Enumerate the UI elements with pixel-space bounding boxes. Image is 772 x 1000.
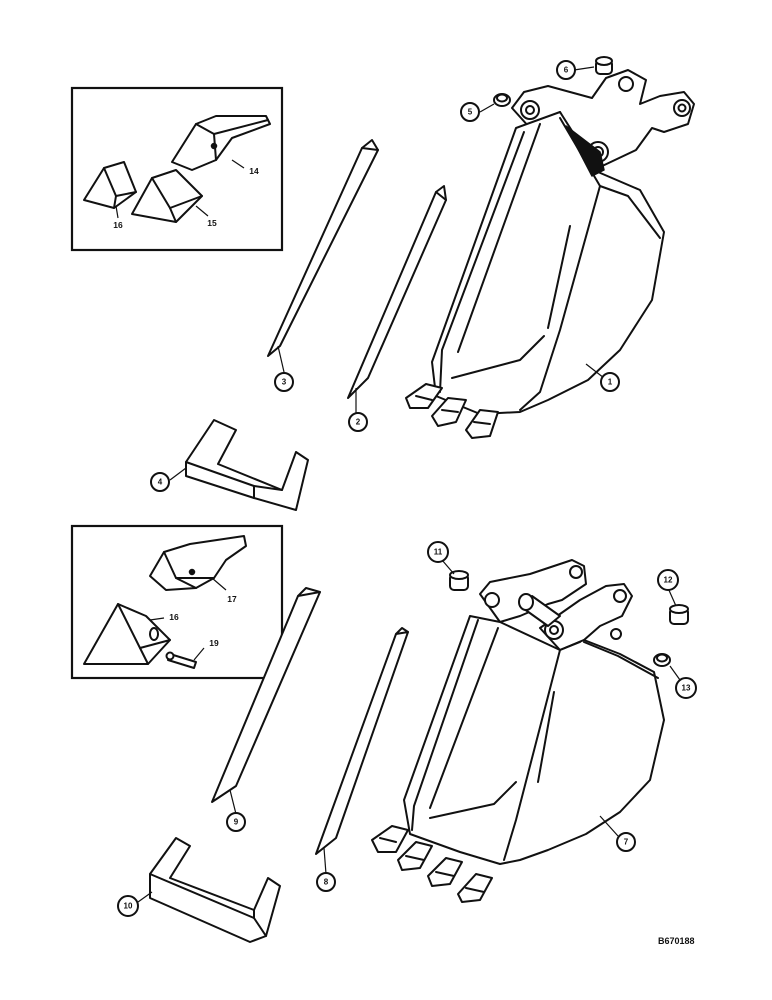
bucket-1-teeth: [405, 383, 499, 439]
bushing-12: [669, 604, 689, 625]
bushing-11: [449, 570, 469, 591]
label-19: 19: [209, 638, 219, 648]
leader-14: [231, 159, 245, 169]
callout-8: 8: [316, 872, 336, 892]
label-15: 15: [207, 218, 217, 228]
callout-2: 2: [348, 412, 368, 432]
inset-bottom: 17 16 19: [70, 524, 284, 680]
bushing-5: [493, 93, 511, 107]
pin-19-illustration: [165, 651, 197, 669]
leader-16-top: [115, 205, 119, 219]
callout-6: 6: [556, 60, 576, 80]
bucket-7-teeth: [371, 825, 493, 903]
svg-text:2: 2: [356, 418, 361, 427]
svg-text:3: 3: [282, 378, 287, 387]
label-17: 17: [227, 594, 237, 604]
bushing-6: [595, 56, 613, 75]
callout-leaders: [137, 66, 681, 903]
callout-1: 1: [600, 372, 620, 392]
svg-text:7: 7: [624, 838, 629, 847]
reference-number: B670188: [658, 936, 695, 946]
tooth-17-illustration: [149, 535, 247, 591]
callout-4: 4: [150, 472, 170, 492]
svg-text:5: 5: [468, 108, 473, 117]
cutting-edge-2: [347, 185, 447, 399]
label-14: 14: [249, 166, 259, 176]
cutting-edge-8: [315, 627, 409, 855]
callout-7: 7: [616, 832, 636, 852]
adapter-16-bottom-illustration: [83, 603, 171, 665]
cutting-edge-3: [267, 139, 379, 357]
svg-text:12: 12: [664, 576, 673, 585]
callout-3: 3: [274, 372, 294, 392]
leader-17: [211, 577, 227, 591]
callout-13: 13: [675, 677, 697, 699]
leader-16-bottom: [149, 617, 165, 621]
inset-top: 14 16 15: [70, 86, 284, 252]
svg-text:6: 6: [564, 66, 569, 75]
bucket-1-illustration: [405, 69, 695, 439]
adapter-16-illustration: [83, 161, 137, 209]
inset-bottom-frame: [70, 524, 284, 680]
svg-text:9: 9: [234, 818, 239, 827]
callout-10: 10: [117, 895, 139, 917]
callout-5: 5: [460, 102, 480, 122]
tooth-14-illustration: [171, 115, 271, 171]
svg-text:13: 13: [682, 684, 691, 693]
adapter-15-illustration: [131, 169, 203, 223]
leader-15: [195, 205, 209, 217]
svg-text:10: 10: [124, 902, 133, 911]
cutting-edge-9: [211, 587, 321, 803]
svg-text:1: 1: [608, 378, 613, 387]
svg-text:8: 8: [324, 878, 329, 887]
callout-9: 9: [226, 812, 246, 832]
bushing-13: [653, 653, 671, 667]
inset-top-frame: [70, 86, 284, 252]
callout-12: 12: [657, 569, 679, 591]
svg-text:4: 4: [158, 478, 163, 487]
callout-11: 11: [427, 541, 449, 563]
side-cutter-4: [185, 419, 309, 511]
leader-19: [193, 647, 205, 661]
bucket-7-illustration: [371, 559, 665, 903]
label-16-bottom: 16: [169, 612, 179, 622]
side-cutter-10: [149, 837, 281, 943]
label-16-top: 16: [113, 220, 123, 230]
svg-text:11: 11: [434, 548, 443, 557]
